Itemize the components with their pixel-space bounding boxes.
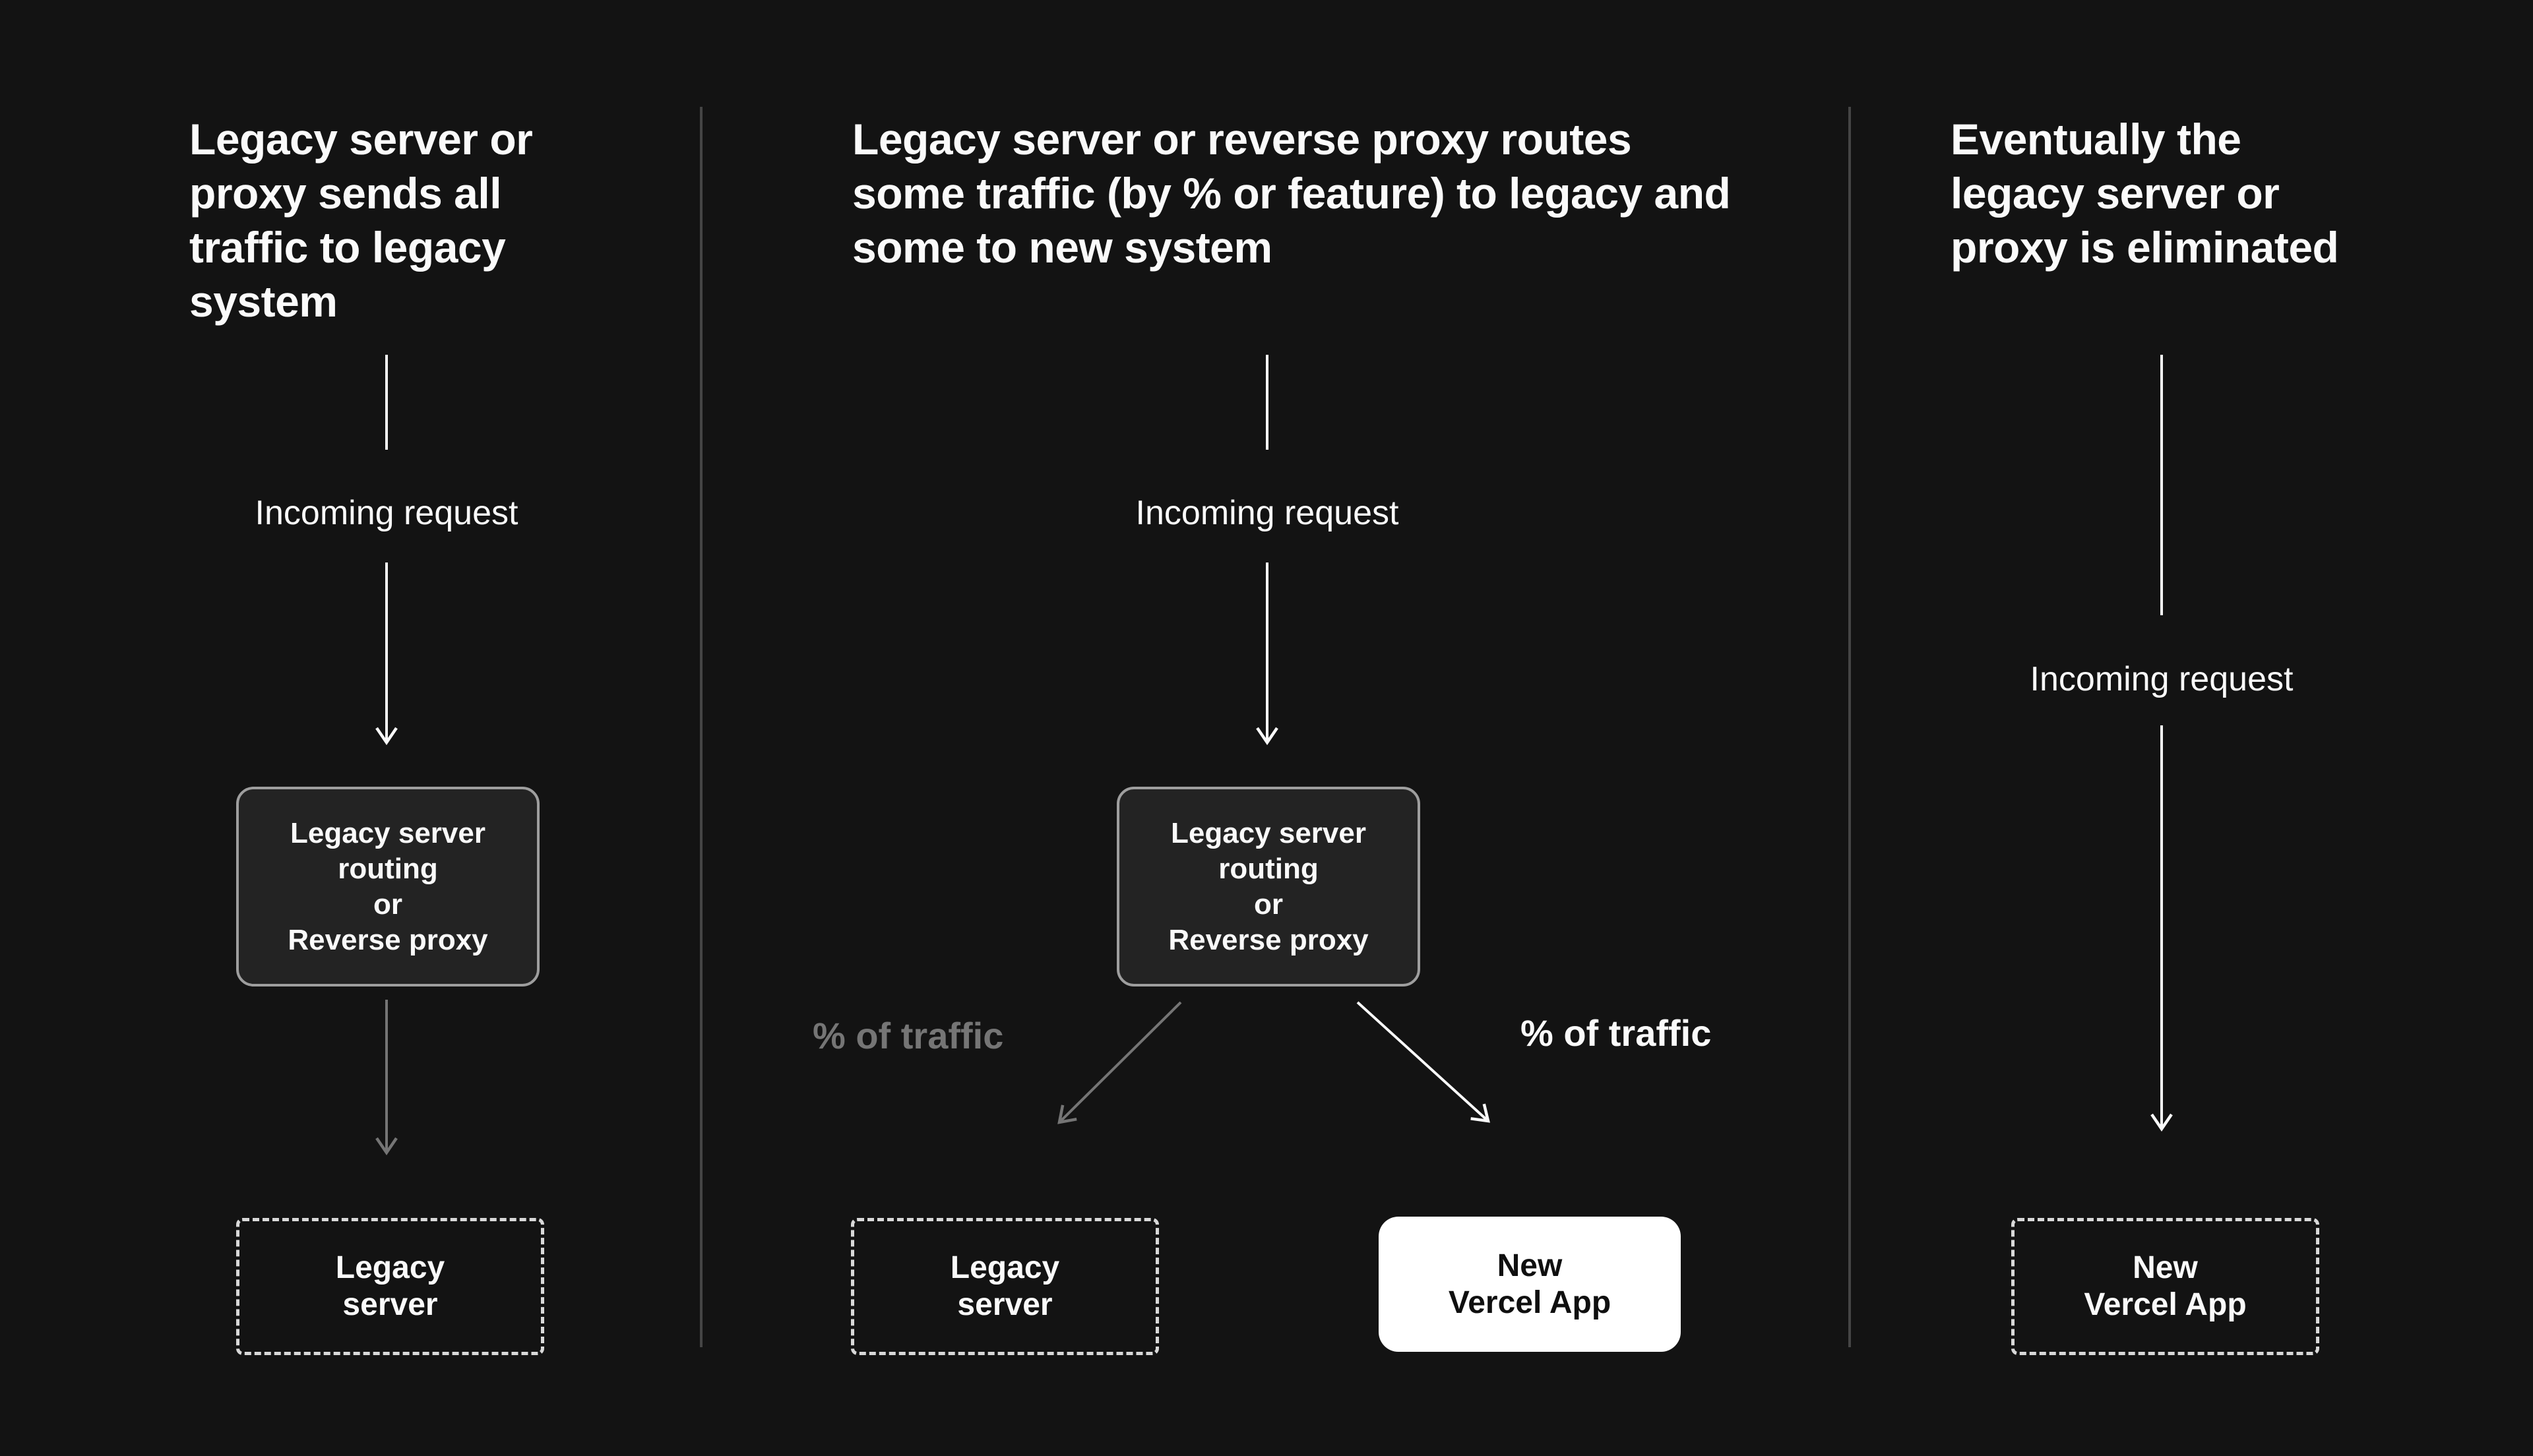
stage2-heading-line: some to new system	[852, 223, 1272, 272]
stage3-incoming-request-label: Incoming request	[2030, 660, 2294, 698]
routing-box-line: Legacy server	[290, 816, 485, 849]
stage1-heading-line: system	[189, 277, 338, 326]
vercel-box-line: Vercel App	[1448, 1285, 1611, 1320]
stage2-incoming-request-label: Incoming request	[1135, 494, 1399, 532]
stage2-heading: Legacy server or reverse proxy routes so…	[852, 112, 1731, 274]
stage3-new-vercel-app-box: New Vercel App	[2011, 1218, 2319, 1355]
divider-right	[1848, 107, 1851, 1347]
stage3-heading-line: legacy server or	[1951, 169, 2280, 218]
vercel-box-line: New	[2133, 1250, 2198, 1285]
stage2-to-legacy-arrow	[1057, 1001, 1182, 1124]
legacy-box-line: Legacy	[335, 1250, 445, 1285]
stage1-heading: Legacy server or proxy sends all traffic…	[189, 112, 533, 328]
vercel-box-line: Vercel App	[2084, 1287, 2247, 1322]
legacy-box-line: server	[957, 1287, 1053, 1322]
stage3-heading-line: proxy is eliminated	[1951, 223, 2339, 272]
stage1-incoming-request-label: Incoming request	[255, 494, 518, 532]
traffic-percent-right-label: % of traffic	[1520, 1012, 1712, 1054]
routing-box-line: routing	[1218, 852, 1319, 885]
routing-box-line: Legacy server	[1171, 816, 1366, 849]
stage2-heading-line: Legacy server or reverse proxy routes	[852, 115, 1632, 164]
stage1-heading-line: proxy sends all	[189, 169, 502, 218]
stage1-heading-line: traffic to legacy	[189, 223, 506, 272]
routing-box-line: Reverse proxy	[1168, 923, 1369, 956]
stage2-new-vercel-app-box: New Vercel App	[1379, 1217, 1681, 1352]
stage2-heading-line: some traffic (by % or feature) to legacy…	[852, 169, 1731, 218]
stage1-routing-box: Legacy server routing or Reverse proxy	[236, 787, 540, 986]
routing-box-line: or	[1254, 888, 1283, 921]
legacy-box-line: Legacy	[950, 1250, 1060, 1285]
stage3-heading: Eventually the legacy server or proxy is…	[1951, 112, 2339, 274]
routing-box-line: Reverse proxy	[288, 923, 488, 956]
legacy-box-line: server	[342, 1287, 438, 1322]
routing-box-line: routing	[338, 852, 438, 885]
vercel-box-line: New	[1497, 1248, 1563, 1283]
stage1-heading-line: Legacy server or	[189, 115, 533, 164]
stage1-legacy-server-box: Legacy server	[236, 1218, 544, 1355]
stage2-legacy-server-box: Legacy server	[851, 1218, 1159, 1355]
stage3-heading-line: Eventually the	[1951, 115, 2241, 164]
traffic-percent-left-label: % of traffic	[813, 1015, 1004, 1056]
divider-left	[700, 107, 703, 1347]
stage2-routing-box: Legacy server routing or Reverse proxy	[1117, 787, 1420, 986]
routing-box-line: or	[373, 888, 402, 921]
stage2-to-vercel-arrow	[1356, 1001, 1490, 1123]
